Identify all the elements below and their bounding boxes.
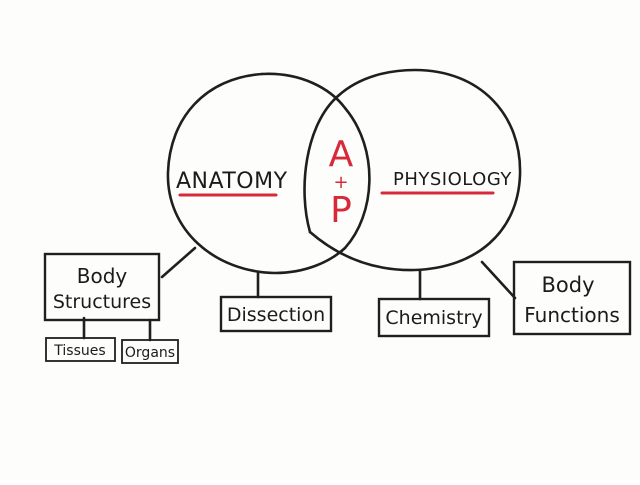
anatomy-circle-arc (260, 72, 371, 250)
body-structures-line1: Body (77, 264, 128, 288)
body-functions-line2: Functions (524, 303, 620, 327)
anatomy-circle (166, 72, 347, 275)
body-functions-box (512, 260, 632, 336)
dissection-label: Dissection (227, 304, 325, 326)
connector-body-structures (160, 246, 197, 279)
tissues-label: Tissues (53, 343, 105, 359)
overlap-letter-a: A (329, 134, 354, 175)
physiology-circle (308, 68, 522, 272)
body-structures-line2: Structures (53, 291, 151, 313)
dissection-box (219, 295, 333, 333)
chemistry-label: Chemistry (385, 307, 482, 329)
tissues-box (45, 337, 116, 362)
organs-label: Organs (125, 345, 175, 361)
overlap-plus: + (333, 172, 348, 193)
body-structures-box (43, 252, 161, 322)
organs-box (121, 339, 179, 364)
anatomy-label: Anatomy (176, 169, 288, 194)
chemistry-box (377, 297, 491, 338)
physiology-label: Physiology (393, 169, 512, 190)
overlap-letter-p: P (330, 190, 352, 231)
body-functions-line1: Body (541, 273, 594, 297)
connector-body-functions (480, 260, 517, 300)
physiology-circle-arc (303, 94, 340, 234)
